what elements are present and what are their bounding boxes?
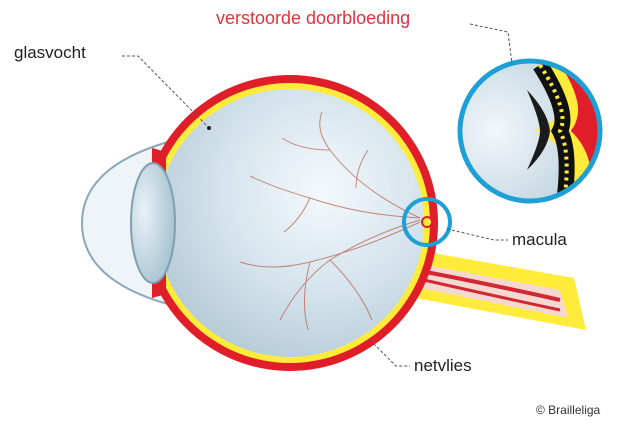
leader-retina — [370, 340, 410, 366]
vitreous-label: glasvocht — [14, 44, 86, 61]
retina-label: netvlies — [414, 357, 472, 374]
macula-spot — [422, 217, 432, 227]
lens — [131, 163, 175, 283]
vitreous-body — [156, 89, 424, 357]
magnified-inset — [460, 55, 638, 205]
macula-label: macula — [512, 231, 567, 248]
leader-macula — [447, 229, 508, 240]
leader-condition — [470, 24, 512, 64]
vitreous-marker-dot — [207, 126, 211, 130]
credit-text: © Brailleliga — [536, 404, 600, 416]
condition-title: verstoorde doorbloeding — [216, 9, 410, 27]
